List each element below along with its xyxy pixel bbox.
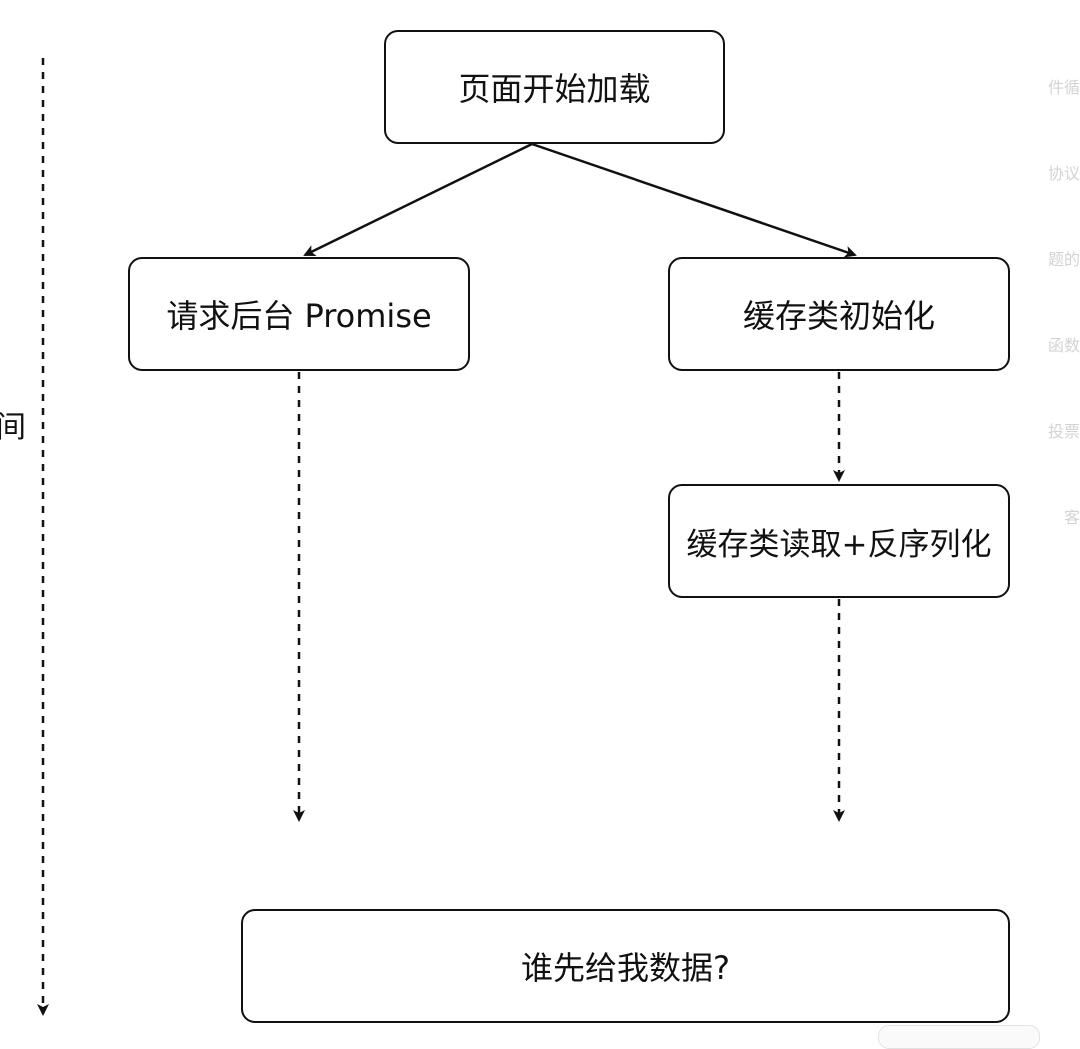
timeline-label: 间 — [0, 410, 26, 445]
node-who-returns-first: 谁先给我数据? — [241, 909, 1010, 1023]
node-label: 页面开始加载 — [458, 70, 651, 108]
node-page-load-start: 页面开始加载 — [384, 30, 725, 144]
background-fragment: 客 — [1063, 508, 1080, 527]
edge-start-to-request — [303, 142, 533, 257]
node-label: 缓存类初始化 — [742, 297, 935, 335]
background-fragment: 件循 — [1047, 78, 1080, 97]
background-fragment: 函数 — [1047, 336, 1080, 355]
background-fragment: 投票 — [1047, 422, 1080, 441]
node-label: 请求后台 Promise — [166, 297, 432, 335]
node-label: 谁先给我数据? — [521, 949, 730, 987]
node-backend-request-promise: 请求后台 Promise — [128, 257, 470, 371]
background-overlay-pill — [878, 1025, 1040, 1049]
node-label: 缓存类读取+反序列化 — [686, 526, 992, 563]
node-cache-read-deserialize: 缓存类读取+反序列化 — [668, 484, 1010, 598]
background-fragment: 协议 — [1047, 164, 1080, 183]
node-cache-init: 缓存类初始化 — [668, 257, 1010, 371]
background-fragment: 题的 — [1047, 250, 1080, 269]
edge-start-to-cache-init — [531, 142, 857, 258]
